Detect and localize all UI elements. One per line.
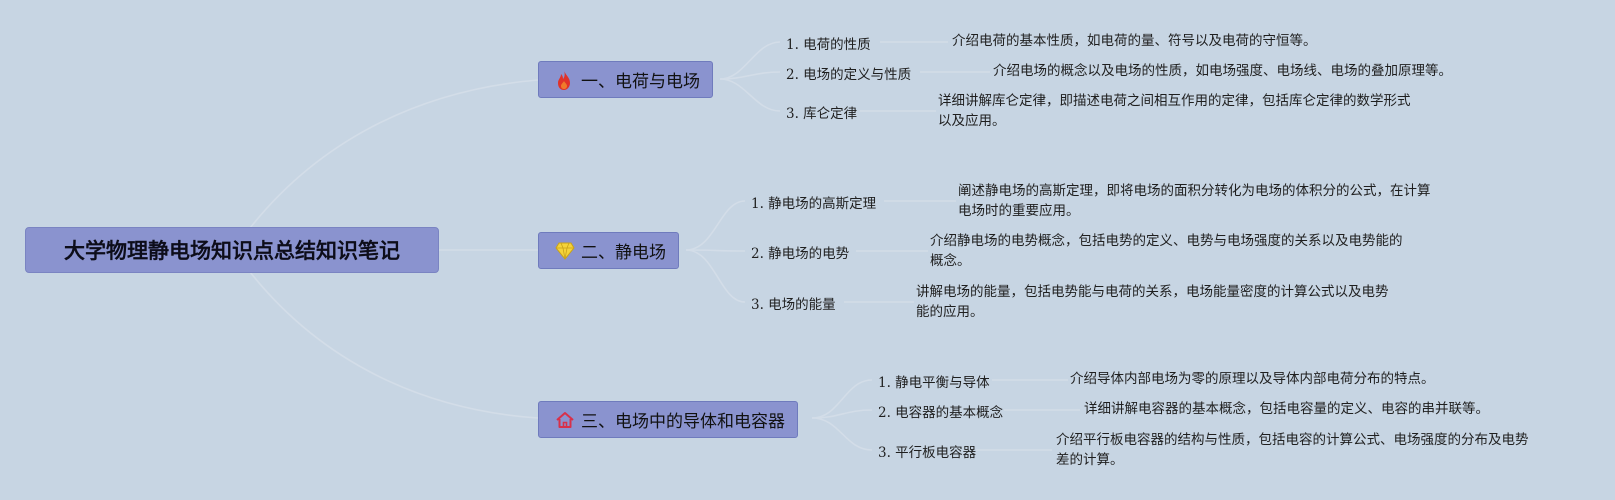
desc-1-2: 介绍电场的概念以及电场的性质，如电场强度、电场线、电场的叠加原理等。 [993,63,1452,79]
root-node[interactable]: 大学物理静电场知识点总结知识笔记 [25,227,439,273]
b1-link-2 [719,71,781,80]
desc-3-3-line-1: 介绍平行板电容器的结构与性质，包括电容的计算公式、电场强度的分布及电势 [1056,432,1529,448]
leaf-1-3[interactable]: 3. 库仑定律 [786,106,858,122]
leaf-3-3[interactable]: 3. 平行板电容器 [878,445,977,461]
branch-title-3: 三、电场中的导体和电容器 [581,412,785,432]
b2-link-1 [685,200,746,251]
desc-2-2: 介绍静电场的电势概念，包括电势的定义、电势与电场强度的关系以及电势能的 概念。 [930,231,1403,271]
branch-node-1[interactable]: 一、电荷与电场 [538,61,713,98]
desc-1-3-line-2: 以及应用。 [938,113,1006,129]
desc-1-1: 介绍电荷的基本性质，如电荷的量、符号以及电荷的守恒等。 [952,33,1317,49]
branch-node-2[interactable]: 二、静电场 [538,232,679,269]
desc-1-3-line-1: 详细讲解库仑定律，即描述电荷之间相互作用的定律，包括库仑定律的数学形式 [938,93,1411,109]
leaf-2-3[interactable]: 3. 电场的能量 [751,297,836,313]
fire-icon [555,69,575,91]
b2-link-3 [685,249,746,303]
desc-3-2: 详细讲解电容器的基本概念，包括电容量的定义、电容的串并联等。 [1084,401,1489,417]
desc-3-3-line-2: 差的计算。 [1056,452,1124,468]
desc-2-1-line-1: 阐述静电场的高斯定理，即将电场的面积分转化为电场的体积分的公式，在计算 [958,183,1431,199]
leaf-2-1[interactable]: 1. 静电场的高斯定理 [751,196,877,212]
desc-3-1: 介绍导体内部电场为零的原理以及导体内部电荷分布的特点。 [1070,371,1435,387]
diamond-icon [555,240,575,262]
b2-link-2 [685,249,746,252]
desc-2-3: 讲解电场的能量，包括电势能与电荷的关系，电场能量密度的计算公式以及电势 能的应用… [916,282,1389,322]
desc-2-3-line-2: 能的应用。 [916,304,984,320]
b3-link-1 [811,379,873,419]
desc-2-2-line-2: 概念。 [930,253,971,269]
leaf-1-2[interactable]: 2. 电场的定义与性质 [786,67,912,83]
leaf-3-2[interactable]: 2. 电容器的基本概念 [878,405,1004,421]
desc-2-2-line-1: 介绍静电场的电势概念，包括电势的定义、电势与电场强度的关系以及电势能的 [930,233,1403,249]
branch-node-3[interactable]: 三、电场中的导体和电容器 [538,401,798,438]
desc-2-3-line-1: 讲解电场的能量，包括电势能与电荷的关系，电场能量密度的计算公式以及电势 [916,284,1389,300]
desc-1-3: 详细讲解库仑定律，即描述电荷之间相互作用的定律，包括库仑定律的数学形式 以及应用… [938,91,1411,131]
b1-link-3 [719,78,781,112]
root-link-1 [249,79,539,229]
b1-link-1 [719,41,781,80]
branch-title-1: 一、电荷与电场 [581,72,700,92]
b3-link-2 [811,409,873,419]
b3-link-3 [811,417,873,451]
home-icon [555,409,575,431]
desc-2-1: 阐述静电场的高斯定理，即将电场的面积分转化为电场的体积分的公式，在计算 电场时的… [958,181,1431,221]
branch-title-2: 二、静电场 [581,243,666,263]
desc-3-3: 介绍平行板电容器的结构与性质，包括电容的计算公式、电场强度的分布及电势 差的计算… [1056,430,1529,470]
root-link-3 [249,271,539,419]
leaf-2-2[interactable]: 2. 静电场的电势 [751,246,850,262]
leaf-3-1[interactable]: 1. 静电平衡与导体 [878,375,990,391]
root-title: 大学物理静电场知识点总结知识笔记 [64,239,400,263]
leaf-1-1[interactable]: 1. 电荷的性质 [786,37,871,53]
desc-2-1-line-2: 电场时的重要应用。 [958,203,1080,219]
